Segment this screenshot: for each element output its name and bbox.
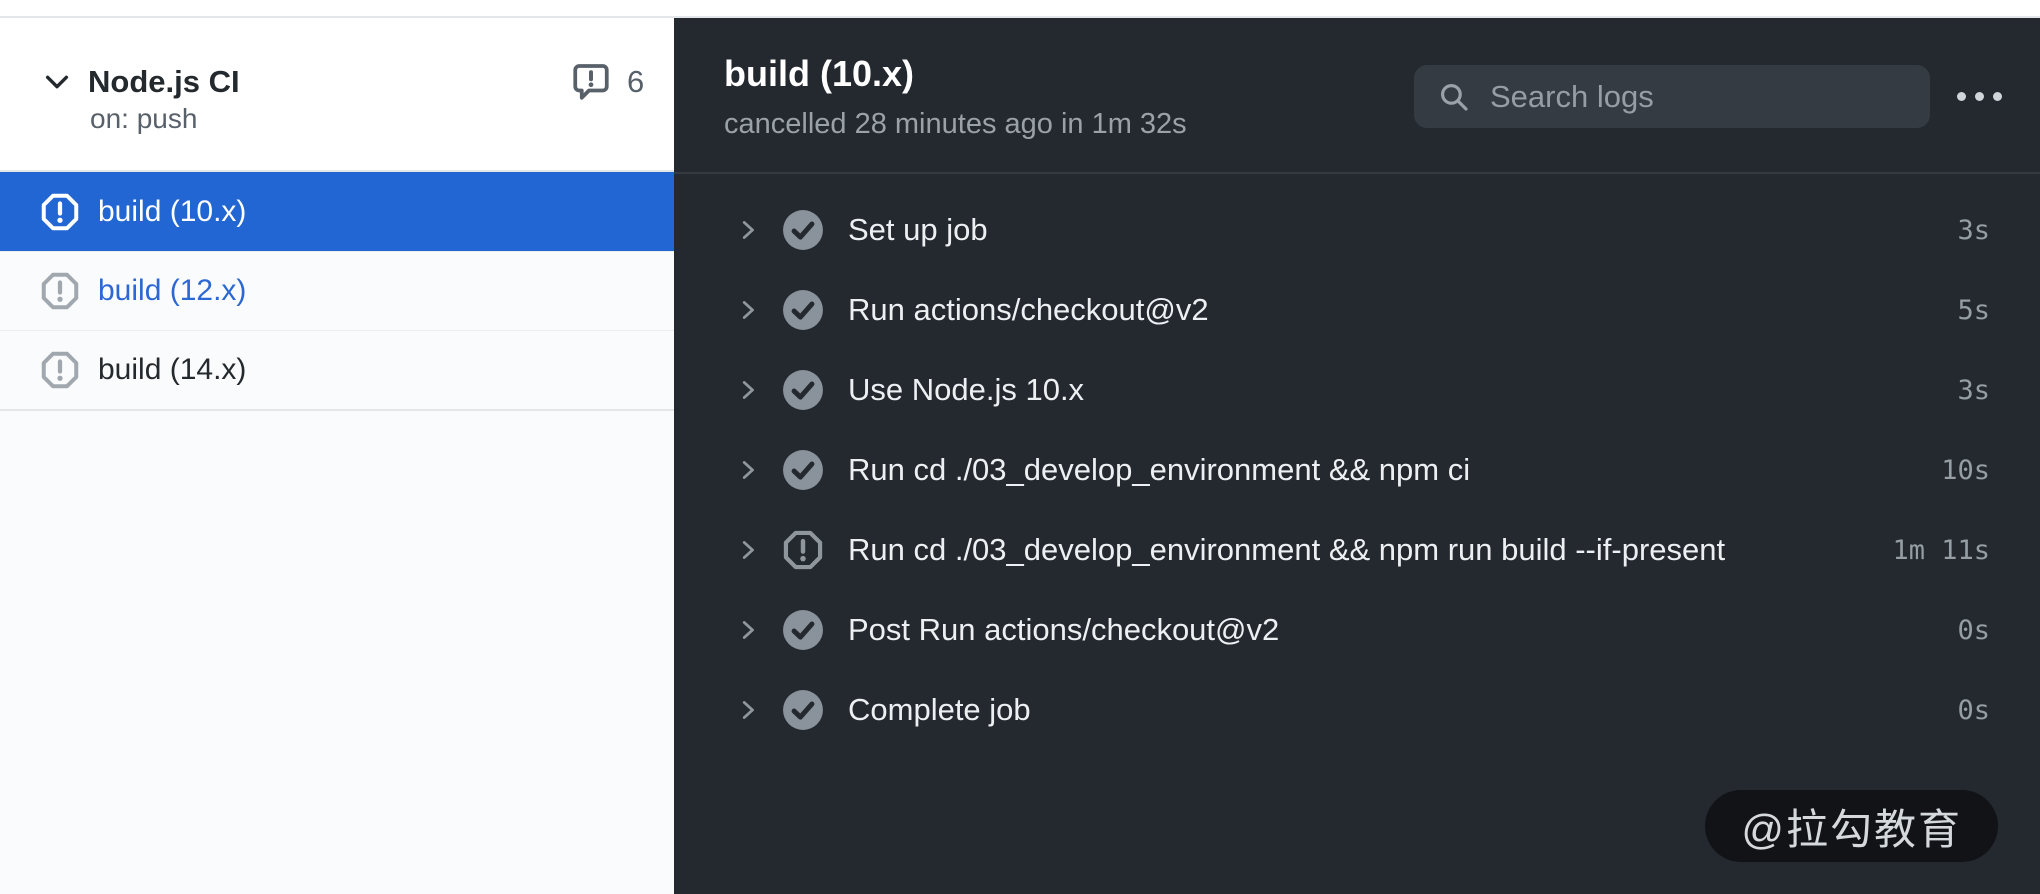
success-check-icon (782, 449, 824, 491)
cancelled-stop-icon (40, 271, 80, 311)
success-check-icon (782, 369, 824, 411)
watermark-badge: @拉勾教育 (1705, 790, 1998, 862)
log-settings-kebab-button[interactable] (1943, 65, 2015, 128)
success-check-icon (782, 609, 824, 651)
workflow-name: Node.js CI (88, 64, 240, 99)
step-duration: 0s (1957, 694, 1990, 726)
kebab-dot (1974, 92, 1984, 101)
workflow-trigger: on: push (90, 103, 198, 134)
job-label: build (12.x) (98, 274, 247, 307)
log-panel: build (10.x) cancelled 28 minutes ago in… (674, 18, 2040, 894)
log-panel-header: build (10.x) cancelled 28 minutes ago in… (674, 18, 2040, 174)
success-check-icon (782, 289, 824, 331)
step-name: Run cd ./03_develop_environment && npm c… (848, 452, 1471, 487)
annotations-badge: 6 (571, 62, 644, 102)
job-label: build (10.x) (98, 194, 247, 228)
search-icon (1440, 83, 1468, 111)
job-label: build (14.x) (98, 353, 247, 386)
step-list: Set up job 3s Run actions/checkout@v2 5s… (674, 174, 2040, 750)
chevron-down-icon[interactable] (42, 67, 72, 97)
step-duration: 0s (1957, 614, 1990, 646)
step-name: Run actions/checkout@v2 (848, 292, 1209, 327)
step-row-post-checkout[interactable]: Post Run actions/checkout@v2 0s (674, 590, 2040, 670)
step-name: Post Run actions/checkout@v2 (848, 612, 1280, 647)
step-row-npm-build[interactable]: Run cd ./03_develop_environment && npm r… (674, 510, 2040, 590)
chevron-right-icon (742, 621, 754, 639)
step-duration: 3s (1957, 214, 1990, 246)
step-name: Set up job (848, 212, 988, 247)
step-duration: 10s (1941, 454, 1990, 486)
step-name: Run cd ./03_develop_environment && npm r… (848, 532, 1726, 567)
kebab-dot (1992, 92, 2002, 101)
annotation-count: 6 (627, 64, 645, 99)
step-duration: 3s (1957, 374, 1990, 406)
job-item-build-14x[interactable]: build (14.x) (0, 330, 674, 409)
job-item-build-10x[interactable]: build (10.x) (0, 172, 674, 251)
cancelled-stop-icon (782, 529, 824, 571)
search-logs-box (1414, 65, 1930, 128)
job-status-line: cancelled 28 minutes ago in 1m 32s (724, 108, 1187, 140)
top-strip (0, 0, 2040, 18)
chevron-right-icon (742, 541, 754, 559)
success-check-icon (782, 689, 824, 731)
step-row-checkout[interactable]: Run actions/checkout@v2 5s (674, 270, 2040, 350)
step-name: Use Node.js 10.x (848, 372, 1085, 407)
cancelled-stop-icon (40, 350, 80, 390)
chevron-right-icon (742, 461, 754, 479)
chevron-right-icon (742, 701, 754, 719)
step-duration: 5s (1957, 294, 1990, 326)
cancelled-stop-icon (40, 192, 80, 232)
chevron-right-icon (742, 381, 754, 399)
step-row-setup-job[interactable]: Set up job 3s (674, 190, 2040, 270)
workflow-sidebar: Node.js CI on: push 6 build (10.x) build… (0, 18, 674, 894)
chevron-right-icon (742, 301, 754, 319)
watermark-text: @拉勾教育 (1741, 805, 1962, 853)
step-row-use-node[interactable]: Use Node.js 10.x 3s (674, 350, 2040, 430)
step-duration: 1m 11s (1892, 534, 1990, 566)
job-list: build (10.x) build (12.x) build (14.x) (0, 172, 674, 411)
step-name: Complete job (848, 692, 1031, 727)
step-row-npm-ci[interactable]: Run cd ./03_develop_environment && npm c… (674, 430, 2040, 510)
job-title: build (10.x) (724, 53, 915, 94)
workflow-header: Node.js CI on: push 6 (0, 18, 674, 172)
kebab-dot (1956, 92, 1966, 101)
step-row-complete-job[interactable]: Complete job 0s (674, 670, 2040, 750)
chevron-right-icon (742, 221, 754, 239)
annotation-comment-icon (573, 64, 609, 100)
success-check-icon (782, 209, 824, 251)
job-item-build-12x[interactable]: build (12.x) (0, 251, 674, 330)
search-logs-input[interactable] (1488, 77, 1910, 116)
